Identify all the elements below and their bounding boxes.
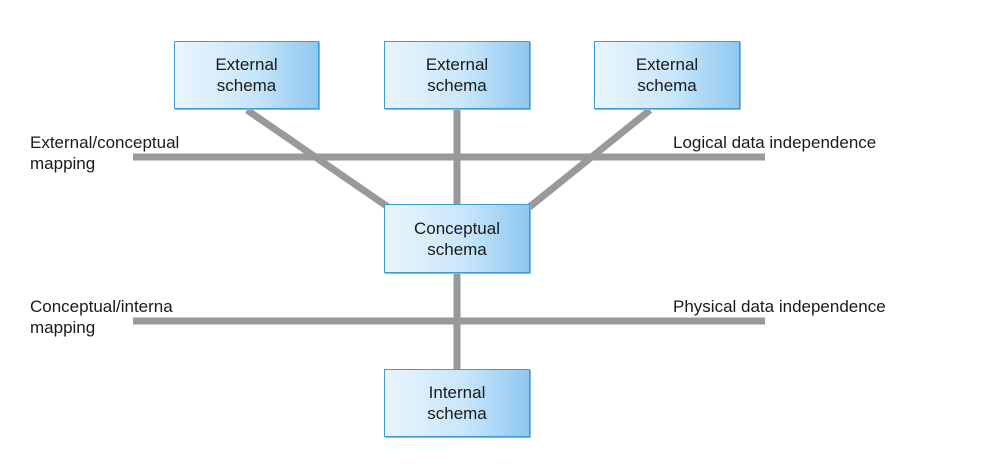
external-schema-3-line1: External: [635, 55, 699, 74]
logical-data-independence-label: Logical data independence: [673, 133, 877, 152]
external-schema-2-line2: schema: [427, 76, 487, 95]
external-schema-2-line1: External: [425, 55, 489, 74]
physical-data-independence-label: Physical data independence: [673, 297, 886, 316]
external-schema-1-line1: External: [215, 55, 278, 74]
external-schema-box-1: External schema: [174, 41, 319, 109]
external-schema-1-line2: schema: [216, 76, 277, 95]
conceptual-schema-line2: schema: [427, 239, 487, 259]
internal-schema-line2: schema: [427, 404, 487, 423]
external-conceptual-mapping-label: External/conceptual mapping: [30, 132, 179, 174]
external-schema-3-line2: schema: [637, 76, 697, 95]
conceptual-schema-line1: Conceptual: [413, 218, 500, 238]
conceptual-schema-box: Conceptual schema: [384, 204, 530, 273]
external-schema-box-2: External schema: [384, 41, 530, 109]
conceptual-internal-mapping-label: Conceptual/interna mapping: [30, 296, 173, 338]
external-conceptual-mapping-line1: External/conceptual: [30, 133, 180, 152]
internal-schema-box: Internal schema: [384, 369, 530, 437]
external-schema-box-3: External schema: [594, 41, 740, 109]
conceptual-internal-mapping-line1: Conceptual/interna: [30, 297, 173, 316]
conceptual-internal-mapping-line2: mapping: [30, 318, 96, 337]
connector-external-left: [245, 107, 390, 210]
connector-external-right: [524, 107, 653, 212]
external-conceptual-mapping-line2: mapping: [30, 154, 96, 173]
internal-schema-line1: Internal: [428, 383, 486, 402]
